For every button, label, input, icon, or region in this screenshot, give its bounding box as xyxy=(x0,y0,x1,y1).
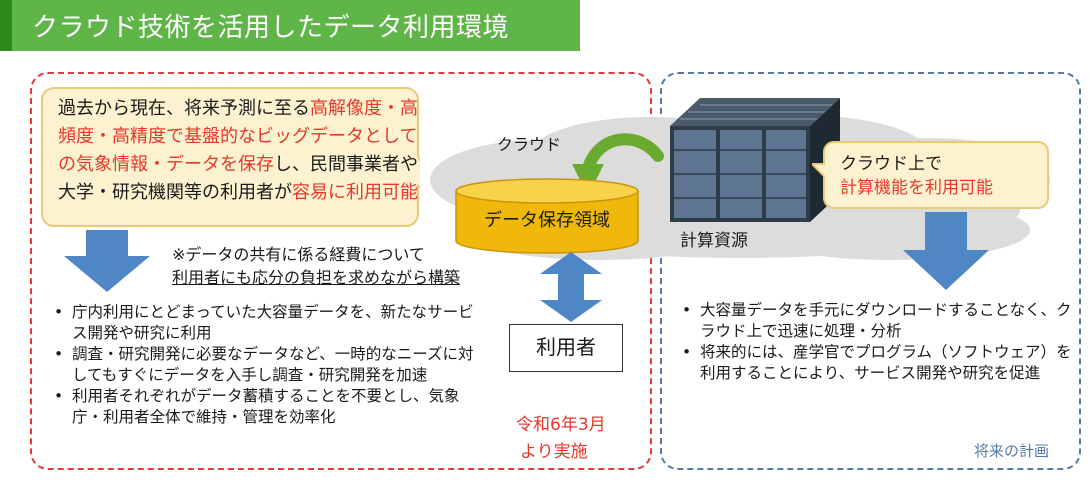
right-callout-line2: 計算機能を利用可能 xyxy=(840,178,993,198)
left-bullet-list: 庁内利用にとどまっていた大容量データを、新たなサービス開発や研究に利用 調査・研… xyxy=(50,302,480,428)
title-bar xyxy=(0,0,580,51)
right-callout-bubble xyxy=(812,141,1049,209)
storage-cylinder xyxy=(455,178,639,254)
right-bullet-list: 大容量データを手元にダウンロードすることなく、クラウド上で迅速に処理・分析 将来… xyxy=(678,300,1073,384)
down-arrow-icon xyxy=(903,212,989,290)
list-item: 調査・研究開発に必要なデータなど、一時的なニーズに対してもすぐにデータを入手し調… xyxy=(50,344,480,386)
list-item: 将来的には、産学官でプログラム（ソフトウェア）を利用することにより、サービス開発… xyxy=(678,342,1073,384)
future-plan-box xyxy=(660,72,1081,470)
list-item: 大容量データを手元にダウンロードすることなく、クラウド上で迅速に処理・分析 xyxy=(678,300,1073,342)
list-item: 利用者それぞれがデータ蓄積することを不要とし、気象庁・利用者全体で維持・管理を効… xyxy=(50,386,480,428)
list-item: 庁内利用にとどまっていた大容量データを、新たなサービス開発や研究に利用 xyxy=(50,302,480,344)
cloud-label: クラウド xyxy=(497,135,562,154)
start-date-line1: 令和6年3月 xyxy=(516,415,606,435)
callout-text-highlight1: 高解像度・高頻度・高精度で基盤的なビッグデータとしての気象情報・データを保存 xyxy=(58,98,418,175)
cost-note-line1: ※データの共有に係る経費について xyxy=(172,245,425,264)
cost-note-line2: 利用者にも応分の負担を求めながら構築 xyxy=(172,268,461,287)
start-date-line2: より実施 xyxy=(520,442,588,462)
compute-label: 計算資源 xyxy=(680,231,748,251)
storage-label: データ保存領域 xyxy=(484,210,610,231)
bidirectional-arrow-icon xyxy=(540,252,602,322)
down-arrow-icon xyxy=(64,230,150,292)
title-accent xyxy=(0,0,12,51)
right-callout-text: クラウド上で 計算機能を利用可能 xyxy=(840,152,1050,200)
left-callout-text: 過去から現在、将来予測に至る高解像度・高頻度・高精度で基盤的なビッグデータとして… xyxy=(58,95,418,207)
compute-server-icon xyxy=(670,98,840,222)
callout-text-part3: し、民間事業者や大学・研究機関等の利用者が xyxy=(58,154,418,203)
right-callout-line1: クラウド上で xyxy=(840,154,942,174)
left-callout-bubble xyxy=(41,87,420,227)
callout-text-highlight2: 容易に利用可能 xyxy=(292,182,418,203)
callout-text-part1: 過去から現在、将来予測に至る xyxy=(58,98,310,119)
user-box: 利用者 xyxy=(509,324,623,372)
future-plan-label: 将来の計画 xyxy=(974,442,1050,460)
current-implementation-box xyxy=(30,72,652,470)
page-title: クラウド技術を活用したデータ利用環境 xyxy=(32,13,510,43)
